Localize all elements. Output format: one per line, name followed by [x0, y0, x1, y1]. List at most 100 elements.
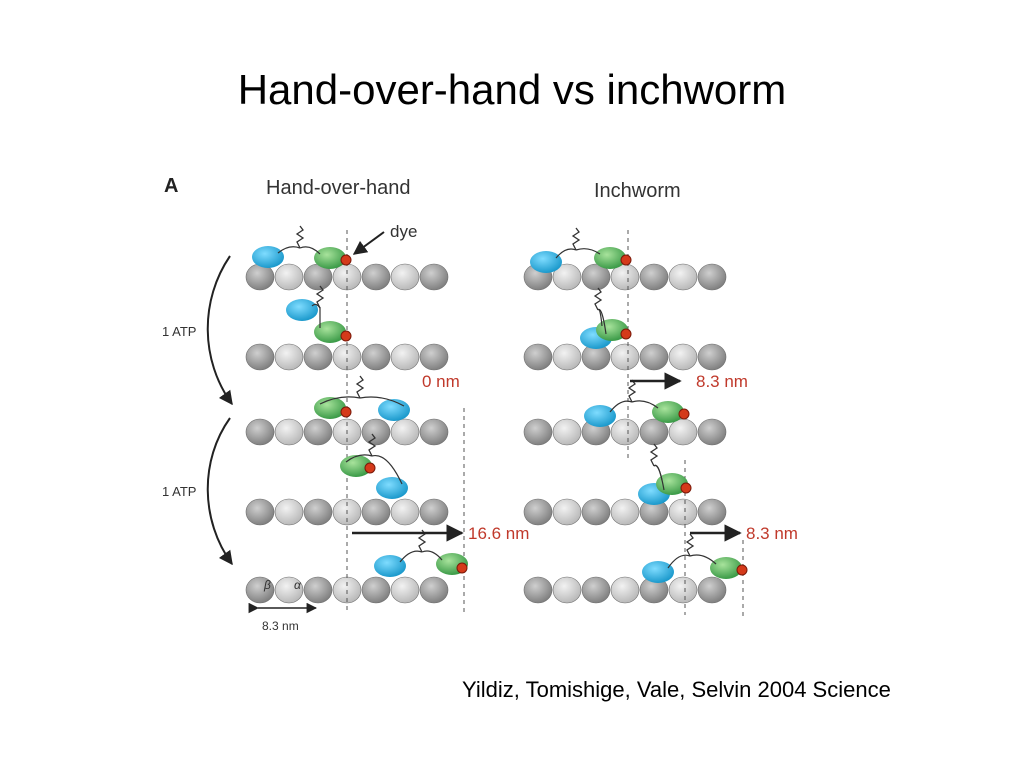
- citation: Yildiz, Tomishige, Vale, Selvin 2004 Sci…: [462, 677, 891, 702]
- blue-head: [378, 399, 410, 421]
- tubulin-subunit: [523, 498, 553, 526]
- tubulin-spacing-label: 8.3 nm: [262, 619, 299, 633]
- lever-arm: [399, 550, 423, 563]
- dye-marker-icon: [620, 328, 632, 340]
- tubulin-subunit: [639, 263, 669, 291]
- blue-head: [374, 555, 406, 577]
- tubulin-subunit: [668, 263, 698, 291]
- lever-arm: [421, 550, 443, 561]
- tubulin-subunit: [523, 343, 553, 371]
- tubulin-subunit: [390, 418, 420, 446]
- tubulin-subunit: [610, 498, 640, 526]
- tubulin-subunit: [419, 498, 449, 526]
- lever-arm: [555, 248, 577, 259]
- green-head: [314, 247, 346, 269]
- tubulin-subunit: [245, 418, 275, 446]
- green-head: [594, 247, 626, 269]
- lever-arm: [299, 246, 321, 255]
- coiled-coil-stalk: [295, 225, 305, 249]
- blue-head: [252, 246, 284, 268]
- tubulin-subunit: [610, 418, 640, 446]
- beta-tubulin-label: β: [263, 578, 271, 592]
- tubulin-subunit: [390, 498, 420, 526]
- tubulin-subunit: [552, 263, 582, 291]
- inchworm-step-label-2: 8.3 nm: [746, 524, 798, 543]
- tubulin-subunit: [303, 418, 333, 446]
- tubulin-subunit: [523, 576, 553, 604]
- tubulin-subunit: [523, 418, 553, 446]
- tubulin-subunit: [361, 498, 391, 526]
- tubulin-subunit: [390, 576, 420, 604]
- lever-arm: [319, 396, 361, 405]
- tubulin-subunit: [697, 263, 727, 291]
- dye-marker-icon: [364, 462, 376, 474]
- dye-marker-icon: [620, 254, 632, 266]
- coiled-coil-stalk: [627, 379, 637, 403]
- blue-head: [584, 405, 616, 427]
- tubulin-subunit: [274, 418, 304, 446]
- dye-marker-icon: [678, 408, 690, 420]
- tubulin-subunit: [581, 263, 611, 291]
- green-head: [314, 321, 346, 343]
- atp-curved-arrow-icon: [206, 255, 233, 406]
- lever-arm: [359, 396, 405, 407]
- tubulin-subunit: [274, 343, 304, 371]
- tubulin-subunit: [419, 263, 449, 291]
- blue-head: [376, 477, 408, 499]
- tubulin-subunit: [303, 343, 333, 371]
- tubulin-subunit: [552, 343, 582, 371]
- inchworm-step-label-1: 8.3 nm: [696, 372, 748, 391]
- tubulin-subunit: [274, 498, 304, 526]
- tubulin-subunit: [668, 418, 698, 446]
- tubulin-subunit: [419, 343, 449, 371]
- tubulin-subunit: [668, 343, 698, 371]
- tubulin-subunit: [390, 263, 420, 291]
- left-column-title: Hand-over-hand: [266, 177, 411, 199]
- tubulin-subunit: [639, 418, 669, 446]
- blue-head: [530, 251, 562, 273]
- lever-arm: [667, 554, 691, 569]
- right-column-title: Inchworm: [594, 180, 681, 202]
- blue-head: [286, 299, 318, 321]
- tubulin-subunit: [419, 576, 449, 604]
- dye-marker-icon: [340, 330, 352, 342]
- tubulin-subunit: [668, 498, 698, 526]
- tubulin-subunit: [581, 576, 611, 604]
- tubulin-subunit: [639, 343, 669, 371]
- tubulin-subunit: [419, 418, 449, 446]
- tubulin-subunit: [552, 498, 582, 526]
- coiled-coil-stalk: [315, 285, 325, 309]
- tubulin-subunit: [390, 343, 420, 371]
- tubulin-subunit: [581, 498, 611, 526]
- tubulin-subunit: [361, 263, 391, 291]
- tubulin-subunit: [668, 576, 698, 604]
- dye-marker-icon: [680, 482, 692, 494]
- tubulin-subunit: [361, 343, 391, 371]
- blue-head: [642, 561, 674, 583]
- coiled-coil-stalk: [367, 433, 377, 457]
- coiled-coil-stalk: [593, 287, 603, 311]
- dye-marker-icon: [736, 564, 748, 576]
- dye-marker-icon: [340, 406, 352, 418]
- lever-arm: [575, 248, 601, 255]
- green-head: [710, 557, 742, 579]
- lever-arm: [371, 454, 403, 485]
- dye-marker-icon: [456, 562, 468, 574]
- tubulin-subunit: [303, 498, 333, 526]
- tubulin-subunit: [245, 343, 275, 371]
- coiled-coil-stalk: [649, 443, 659, 467]
- dye-pointer-arrow: [352, 231, 385, 255]
- slide-title: Hand-over-hand vs inchworm: [237, 66, 787, 113]
- myosin-stepping-diagram: A Hand-over-hand Inchworm dye 1 ATP 1 AT…: [162, 175, 798, 633]
- dye-marker-icon: [340, 254, 352, 266]
- tubulin-subunit: [361, 576, 391, 604]
- myosin-motors: [252, 225, 748, 583]
- atp-label-2: 1 ATP: [162, 484, 196, 499]
- tubulin-subunit: [552, 418, 582, 446]
- tubulin-subunit: [610, 576, 640, 604]
- tubulin-subunit: [697, 343, 727, 371]
- hoh-step-label-2: 16.6 nm: [468, 524, 529, 543]
- tubulin-subunit: [303, 576, 333, 604]
- green-head: [652, 401, 684, 423]
- lever-arm: [689, 554, 717, 565]
